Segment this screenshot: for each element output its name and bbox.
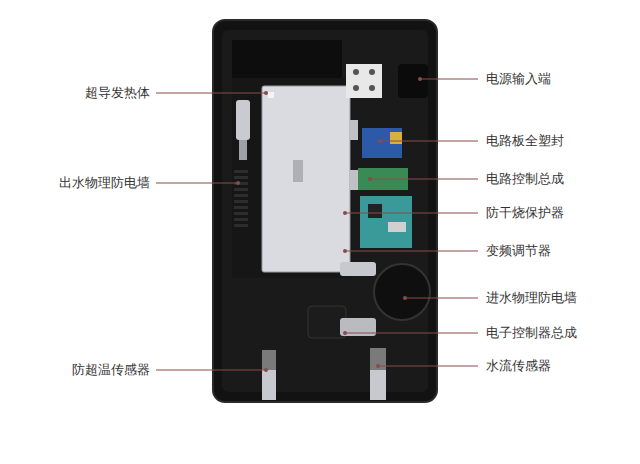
part-label: 防干烧保护器	[486, 205, 564, 221]
part-label: 防超温传感器	[72, 362, 150, 378]
part-label: 出水物理防电墙	[59, 175, 150, 191]
part-label: 变频调节器	[486, 243, 551, 259]
part-label: 进水物理防电墙	[486, 290, 577, 306]
part-label: 电路控制总成	[486, 171, 564, 187]
part-label: 电子控制器总成	[486, 325, 577, 341]
part-label: 电源输入端	[486, 71, 551, 87]
part-label: 电路板全塑封	[486, 133, 564, 149]
part-label: 超导发热体	[85, 85, 150, 101]
part-label: 水流传感器	[486, 358, 551, 374]
